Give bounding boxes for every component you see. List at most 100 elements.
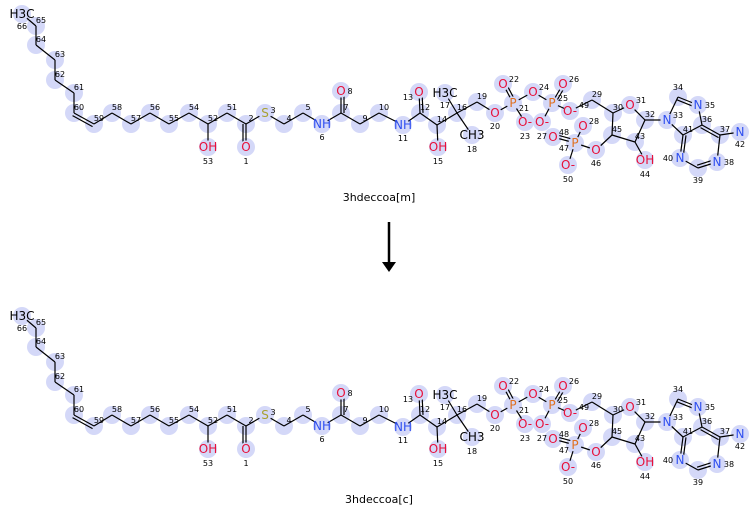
atom-label: H3C (9, 309, 34, 323)
atom-number: 61 (74, 385, 84, 394)
atom-number: 41 (683, 125, 693, 134)
bond (419, 112, 438, 126)
label-backdrop (396, 118, 410, 132)
atom-number: 10 (379, 103, 389, 112)
atom-label: O (591, 143, 600, 157)
atom-number: 31 (636, 96, 646, 105)
atom-number: 65 (36, 16, 46, 25)
label-backdrop (412, 387, 426, 401)
product-name: 3hdeccoa[c] (345, 493, 413, 506)
label-backdrop (576, 119, 590, 133)
bond (682, 124, 703, 136)
label-backdrop (15, 7, 29, 21)
label-backdrop (568, 438, 582, 452)
bond (283, 414, 304, 427)
atom-label: O- (563, 406, 577, 420)
atom-number: 30 (613, 405, 623, 414)
atom-number: 33 (673, 413, 683, 422)
label-backdrop (660, 415, 674, 429)
atom-number: 64 (36, 337, 46, 346)
label-backdrop (488, 106, 502, 120)
atom-label: N (676, 453, 685, 467)
bond (419, 414, 438, 428)
atom-number: 59 (94, 114, 104, 123)
atom-number: 7 (343, 103, 348, 112)
label-backdrop (496, 77, 510, 91)
bond (611, 436, 636, 445)
label-backdrop (506, 398, 520, 412)
label-backdrop (561, 460, 575, 474)
atom-number: 28 (589, 117, 599, 126)
atom-label: P (509, 96, 516, 110)
label-backdrop (563, 406, 577, 420)
atom-number: 6 (319, 133, 324, 142)
atom-number: 46 (591, 159, 601, 168)
label-backdrop (556, 379, 570, 393)
atom-label: O- (561, 158, 575, 172)
bond (283, 112, 304, 125)
atom-label: N (676, 151, 685, 165)
label-backdrop (431, 140, 445, 154)
label-backdrop (589, 445, 603, 459)
atom-label: NH (394, 118, 412, 132)
atom-label: O- (535, 115, 549, 129)
atom-number: 34 (673, 385, 683, 394)
atom-number: 19 (477, 394, 487, 403)
bond (436, 112, 458, 126)
atom-number: 39 (693, 478, 703, 487)
atom-number: 9 (362, 114, 367, 123)
atom-label: OH (636, 455, 654, 469)
atom-number: 1 (243, 459, 248, 468)
atom-number: 24 (539, 385, 549, 394)
atom-number: 39 (693, 176, 703, 185)
atom-number: 17 (440, 403, 450, 412)
reaction-arrow (382, 222, 396, 272)
atom-number: 35 (705, 403, 715, 412)
double-bond-line (72, 115, 93, 128)
atom-label: N (694, 400, 703, 414)
atom-number: 52 (208, 114, 218, 123)
atom-label: H3C (9, 7, 34, 21)
atom-label: O (498, 379, 507, 393)
atom-number: 45 (612, 427, 622, 436)
label-backdrop (568, 136, 582, 150)
atom-number: 57 (131, 416, 141, 425)
atom-number: 44 (640, 472, 650, 481)
atom-label: O (498, 77, 507, 91)
bond (35, 346, 56, 363)
atom-number: 9 (362, 416, 367, 425)
atom-number: 16 (457, 103, 467, 112)
atom-number: 29 (592, 90, 602, 99)
label-backdrop (623, 400, 637, 414)
label-backdrop (638, 455, 652, 469)
atom-number: 5 (305, 103, 310, 112)
atom-number: 22 (509, 377, 519, 386)
atom-number: 14 (437, 115, 447, 124)
label-backdrop (526, 387, 540, 401)
atom-number: 55 (169, 416, 179, 425)
atom-label: OH (199, 442, 217, 456)
atom-label: O (558, 379, 567, 393)
atom-number: 4 (286, 416, 291, 425)
atom-number: 13 (403, 93, 413, 102)
label-backdrop (691, 98, 705, 112)
atom-number: 46 (591, 461, 601, 470)
atom-label: O (548, 130, 557, 144)
label-backdrop (412, 85, 426, 99)
atom-number: 38 (724, 158, 734, 167)
bond (682, 426, 703, 438)
atom-label: NH (394, 420, 412, 434)
label-backdrop (546, 130, 560, 144)
label-backdrop (201, 140, 215, 154)
label-backdrop (733, 427, 747, 441)
atom-number: 49 (579, 101, 589, 110)
atom-number: 52 (208, 416, 218, 425)
label-backdrop (623, 98, 637, 112)
label-backdrop (496, 379, 510, 393)
label-backdrop (710, 155, 724, 169)
atom-number: 48 (559, 128, 569, 137)
atom-number: 8 (347, 389, 352, 398)
label-backdrop (691, 400, 705, 414)
atom-number: 30 (613, 103, 623, 112)
bond (359, 414, 380, 427)
